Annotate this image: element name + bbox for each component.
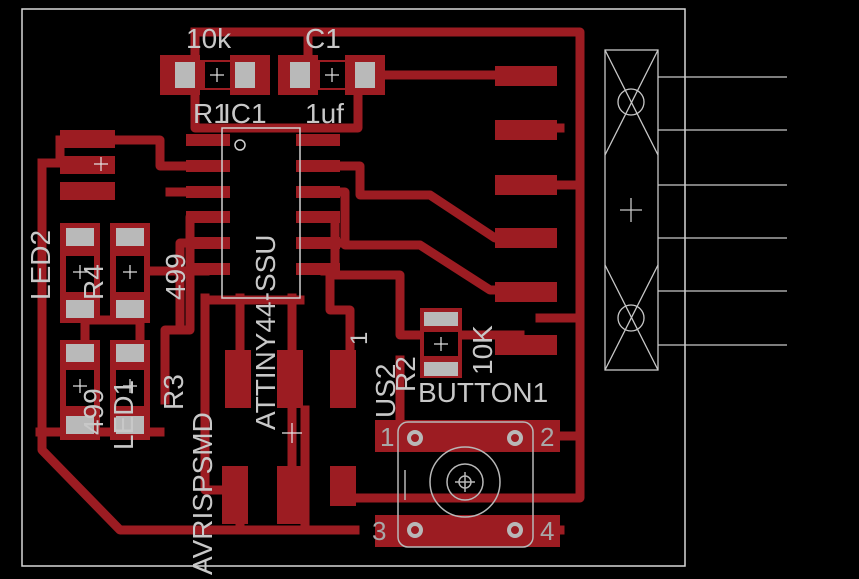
button-pin4: 4: [540, 516, 554, 546]
isp-name: AVRISPSMD: [187, 412, 218, 575]
r3-value: 499: [78, 388, 109, 435]
led2-name: LED2: [25, 230, 56, 300]
conn-pad-1: [495, 66, 557, 86]
button-name: BUTTON1: [418, 377, 548, 408]
conn-pad-2: [495, 120, 557, 140]
conn-pad-4: [495, 228, 557, 248]
conn-pad-5: [495, 282, 557, 302]
c1-name: C1: [305, 23, 341, 54]
led1-name: LED1: [108, 380, 139, 450]
r3-name: R3: [158, 374, 189, 410]
ic1-pin1-marker: [234, 139, 246, 151]
c1-value: 1uf: [305, 98, 344, 129]
button-pin3: 3: [372, 516, 386, 546]
button-pin2: 2: [540, 422, 554, 452]
r2-name: R2: [390, 356, 421, 392]
us2-name: US2: [370, 364, 401, 418]
conn-pad-6: [495, 335, 557, 355]
silkscreen-bodies: [66, 62, 458, 434]
conn-pad-3: [495, 175, 557, 195]
r4-value: 499: [160, 253, 191, 300]
ic1-part: ATTINY44-SSU: [250, 234, 281, 430]
origin-crosses: [73, 68, 448, 443]
ic1-outline: [221, 127, 301, 299]
r4-name: R4: [78, 264, 109, 300]
r1-name: R1: [193, 98, 229, 129]
ftdi-header-icon: [604, 49, 787, 371]
button-pin1: 1: [380, 422, 394, 452]
isp-pin1: 1: [346, 332, 373, 345]
r1-value: 10k: [186, 23, 232, 54]
button-outline: [397, 421, 534, 548]
r2-value: 10K: [467, 325, 498, 375]
ic1-name: IC1: [223, 98, 267, 129]
board-outline: [21, 8, 686, 567]
